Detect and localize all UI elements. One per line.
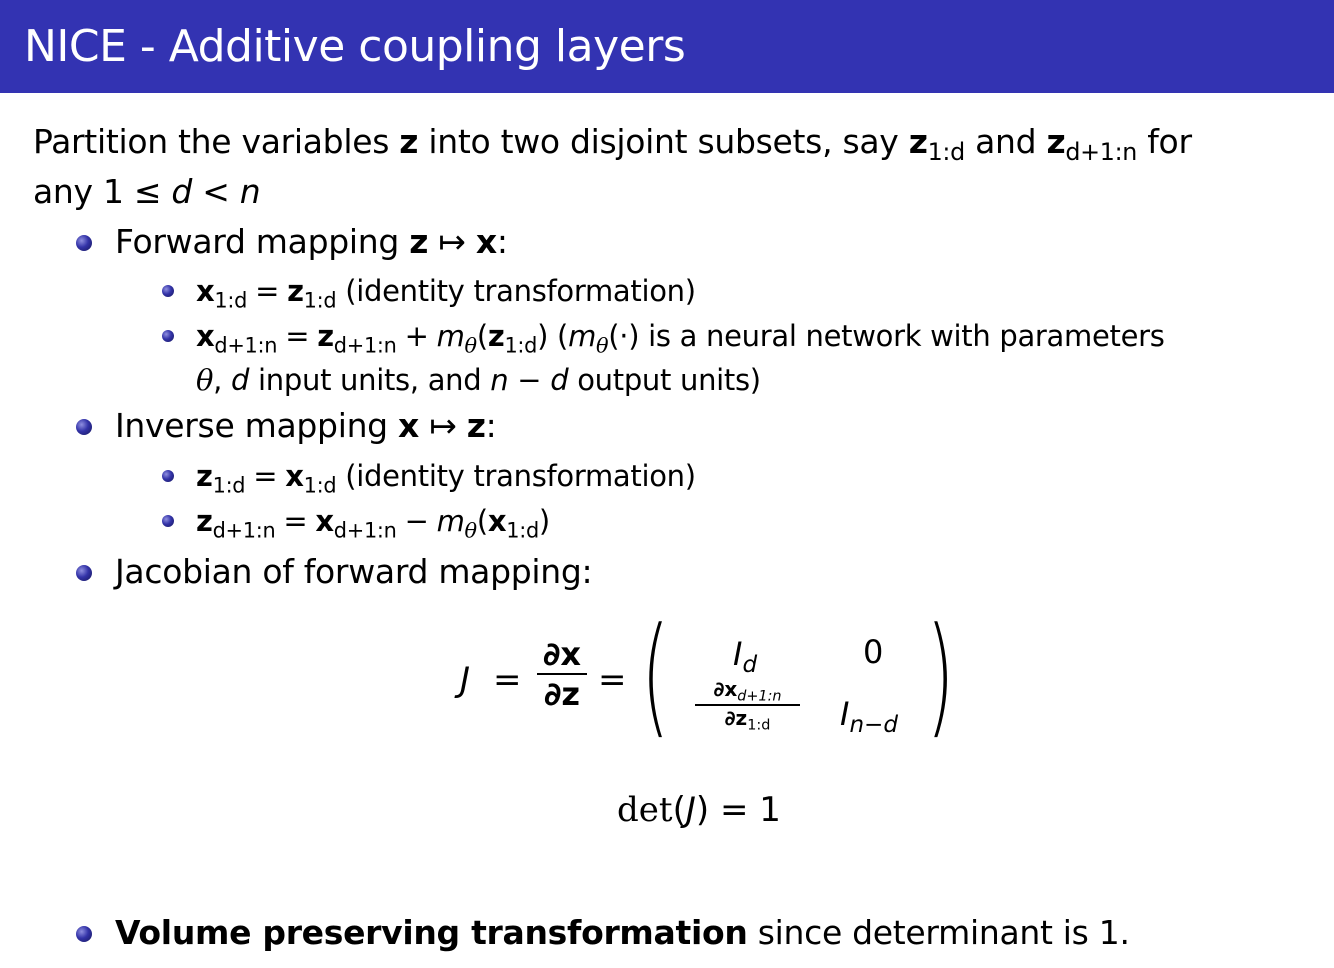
jacobian-fraction: ∂x ∂z — [537, 635, 587, 713]
slide-header: NICE - Additive coupling layers — [0, 0, 1334, 93]
bullet-icon — [76, 235, 92, 251]
jacobian-formula: J = ∂x ∂z = ( Id 0 ∂xd+1:n ∂z1:d In−d ) — [460, 599, 955, 751]
matrix-12: 0 — [863, 633, 884, 671]
conclusion: Volume preserving transformation since d… — [115, 913, 1130, 952]
inverse-item-1: z1:d=x1:d (identity transformation) — [196, 459, 696, 498]
sub-bullet-icon — [162, 330, 174, 342]
forward-item-2: xd+1:n=zd+1:n+mθ(z1:d) (mθ(·) is a neura… — [196, 319, 1165, 358]
intro-line-2: any 1 ≤ d < n — [33, 172, 261, 211]
matrix-22: In−d — [840, 695, 898, 738]
bullet-icon — [76, 419, 92, 435]
intro-line-1: Partition the variables z into two disjo… — [33, 122, 1192, 167]
inverse-item-2: zd+1:n=xd+1:n−mθ(x1:d) — [196, 504, 550, 543]
sub-bullet-icon — [162, 470, 174, 482]
matrix-21: ∂xd+1:n ∂z1:d — [695, 677, 800, 733]
sub-bullet-icon — [162, 515, 174, 527]
bullet-icon — [76, 926, 92, 942]
forward-item-2-cont: θ, d input units, and n − d output units… — [196, 363, 761, 397]
slide-title: NICE - Additive coupling layers — [24, 21, 686, 72]
matrix-11: Id — [733, 635, 758, 678]
left-paren: ( — [641, 599, 670, 751]
sub-bullet-icon — [162, 285, 174, 297]
right-paren: ) — [926, 599, 955, 751]
forward-item-1: x1:d=z1:d (identity transformation) — [196, 274, 696, 313]
inverse-mapping-heading: Inverse mapping x ↦ z: — [115, 406, 497, 445]
jacobian-heading: Jacobian of forward mapping: — [115, 552, 593, 591]
determinant-equation: det(J) = 1 — [617, 790, 781, 830]
var-z: z — [399, 122, 419, 161]
bullet-icon — [76, 565, 92, 581]
forward-mapping-heading: Forward mapping z ↦ x: — [115, 222, 508, 261]
